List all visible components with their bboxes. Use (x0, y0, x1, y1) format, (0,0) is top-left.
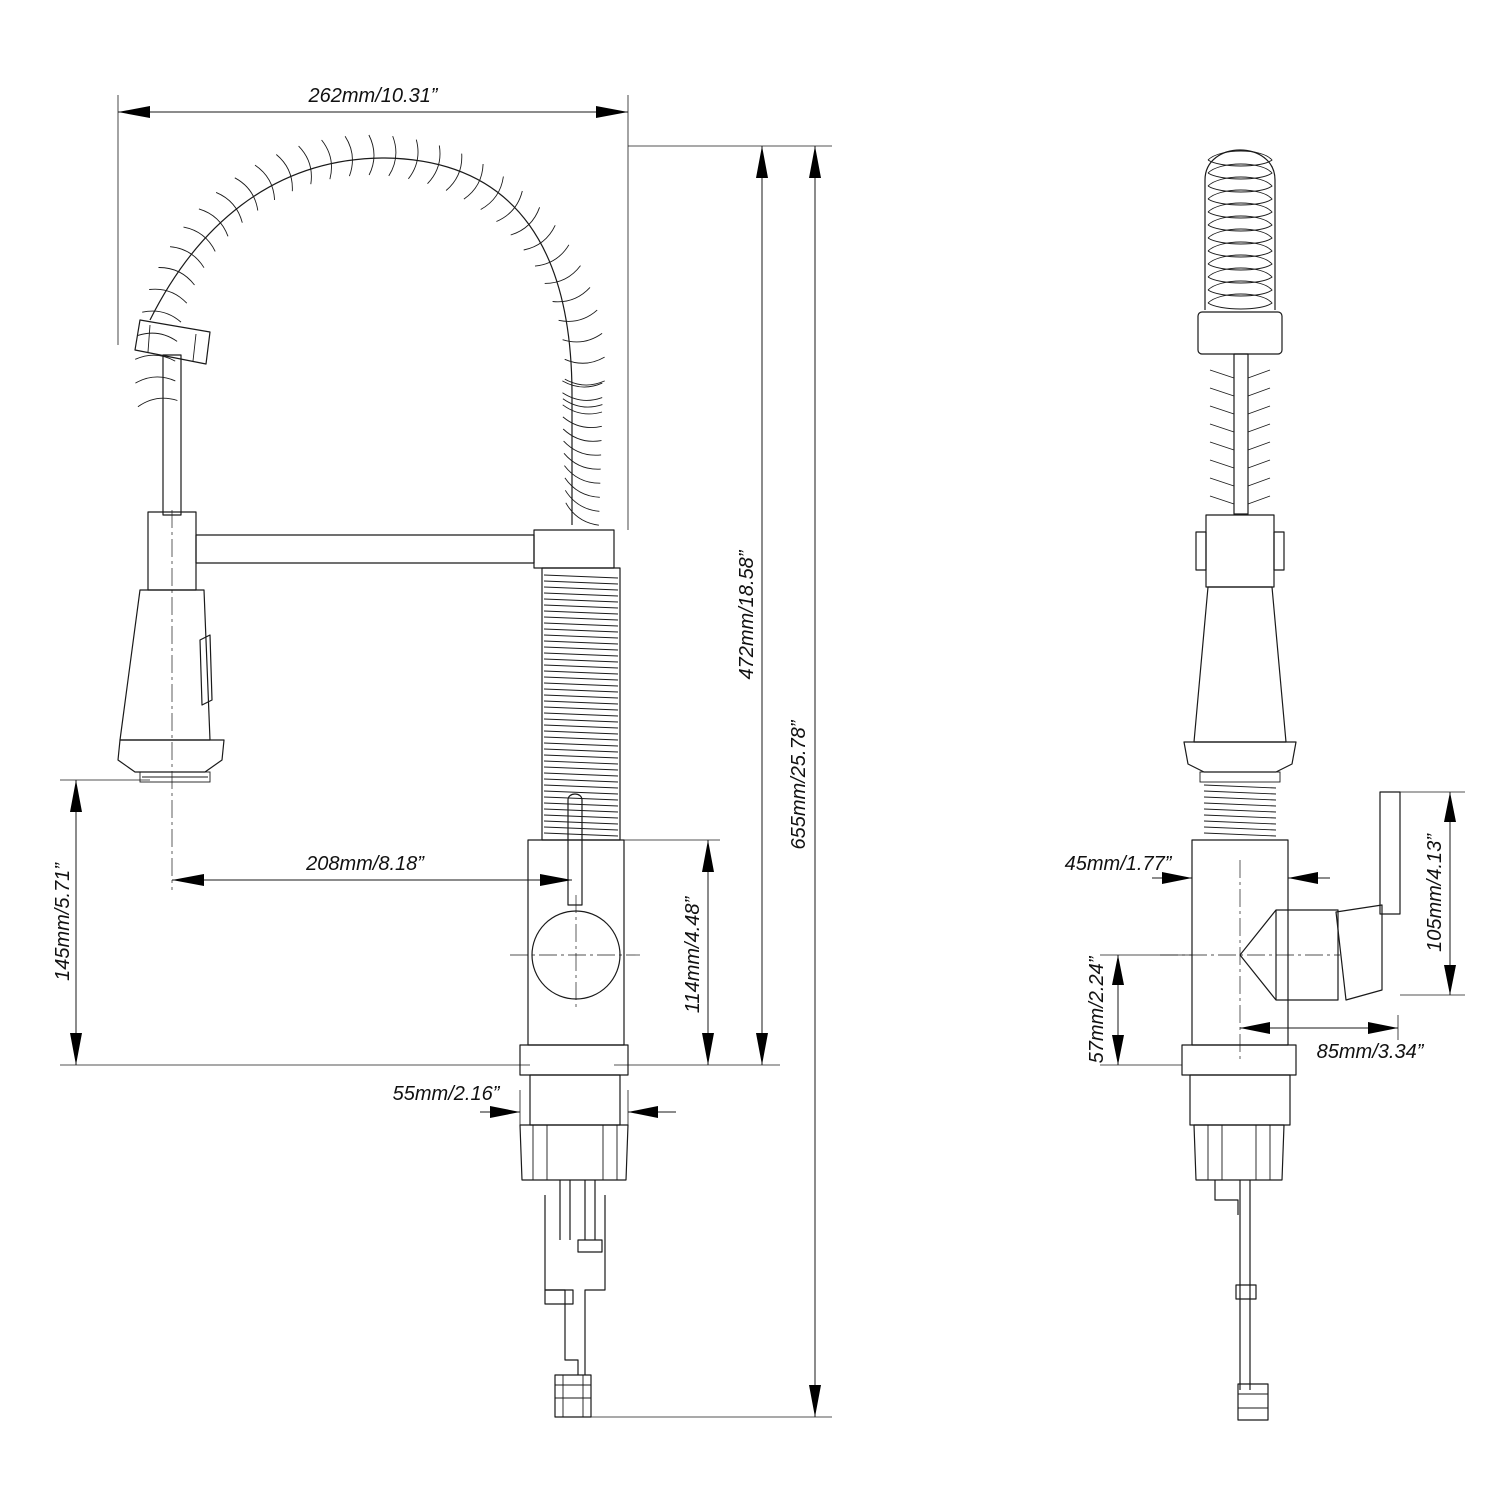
dim-body-height: 114mm/4.48” (682, 895, 704, 1013)
side-spring-coil (1197, 149, 1283, 515)
dim-spray-head-clearance: 145mm/5.71” (52, 862, 74, 981)
dim-handle-reach: 85mm/3.34” (1317, 1041, 1425, 1063)
dim-body-width: 45mm/1.77” (1065, 853, 1173, 875)
dim-handle-height: 105mm/4.13” (1424, 833, 1446, 952)
spring-coil (135, 134, 605, 526)
front-extension-lines (60, 95, 832, 1418)
dim-total-height: 655mm/25.78” (788, 719, 810, 849)
side-faucet-body (1160, 791, 1401, 1181)
side-dimension-lines (1112, 792, 1456, 1065)
front-dimension-lines (70, 106, 821, 1417)
dim-overall-width: 262mm/10.31” (308, 85, 439, 107)
side-extension-lines (1100, 791, 1465, 1066)
dim-base-diameter: 55mm/2.16” (393, 1083, 501, 1105)
side-spray-head (1183, 514, 1297, 837)
dim-handle-axis-height: 57mm/2.24” (1086, 955, 1108, 1063)
supply-lines (544, 1180, 606, 1418)
front-view: 262mm/10.31” 472mm/18.58” 655mm/25.78” 2… (52, 85, 832, 1418)
faucet-body (510, 793, 640, 1181)
dim-spout-height: 472mm/18.58” (736, 549, 758, 679)
spout-collar (533, 529, 621, 841)
dim-spout-reach: 208mm/8.18” (305, 853, 425, 875)
spray-nozzle-top (134, 319, 211, 365)
side-view: 45mm/1.77” 57mm/2.24” 85mm/3.34” 105mm/4… (1065, 149, 1465, 1421)
spray-head (117, 354, 535, 890)
side-supply-lines (1214, 1180, 1269, 1421)
